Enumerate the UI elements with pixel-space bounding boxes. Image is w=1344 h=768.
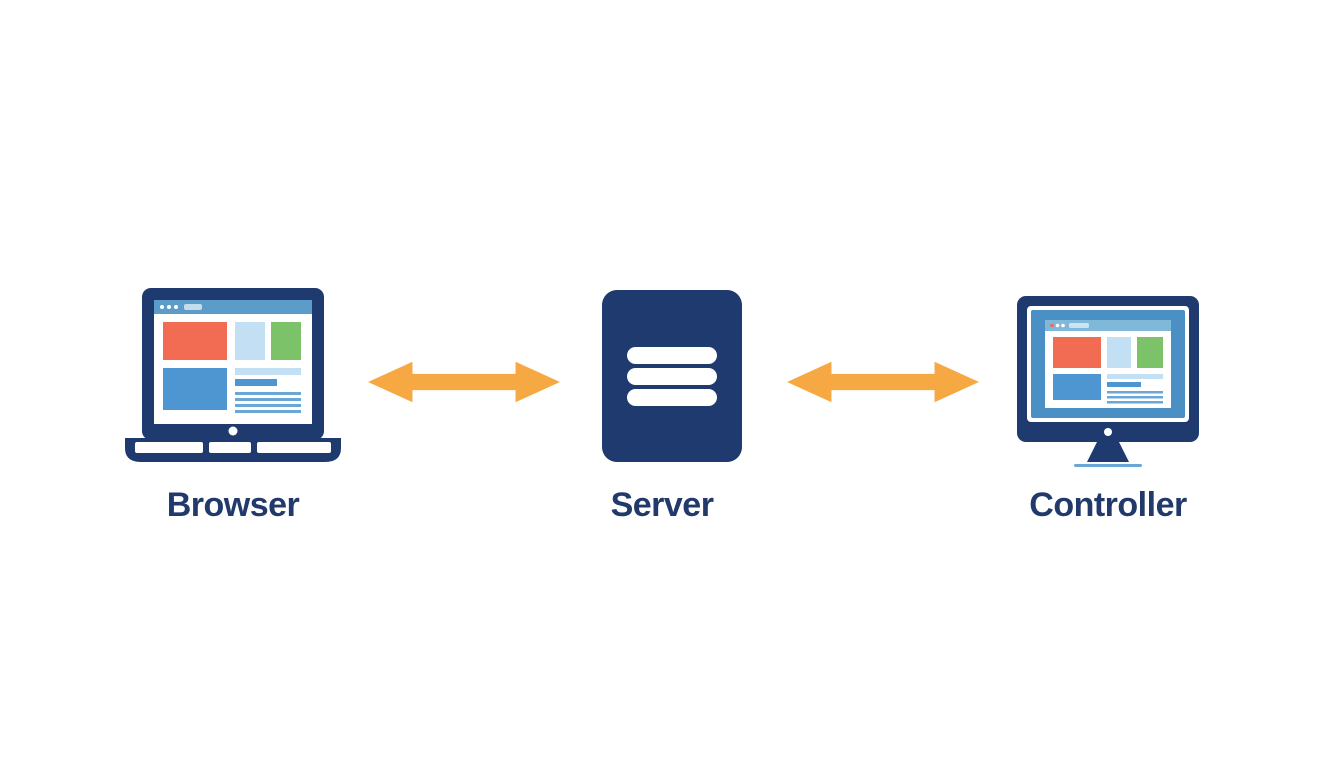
double-arrow-icon	[787, 361, 979, 403]
node-server-label: Server	[610, 486, 714, 524]
node-controller	[1015, 296, 1201, 468]
node-controller-label: Controller	[1029, 486, 1187, 524]
laptop-browser-icon	[125, 288, 341, 462]
node-browser	[125, 288, 341, 464]
node-server	[602, 290, 742, 462]
bidirectional-arrow-browser-server	[368, 361, 560, 403]
double-arrow-icon	[368, 361, 560, 403]
server-icon	[602, 290, 742, 462]
bidirectional-arrow-server-controller	[787, 361, 979, 403]
desktop-monitor-icon	[1017, 296, 1199, 467]
node-browser-label: Browser	[166, 486, 300, 524]
